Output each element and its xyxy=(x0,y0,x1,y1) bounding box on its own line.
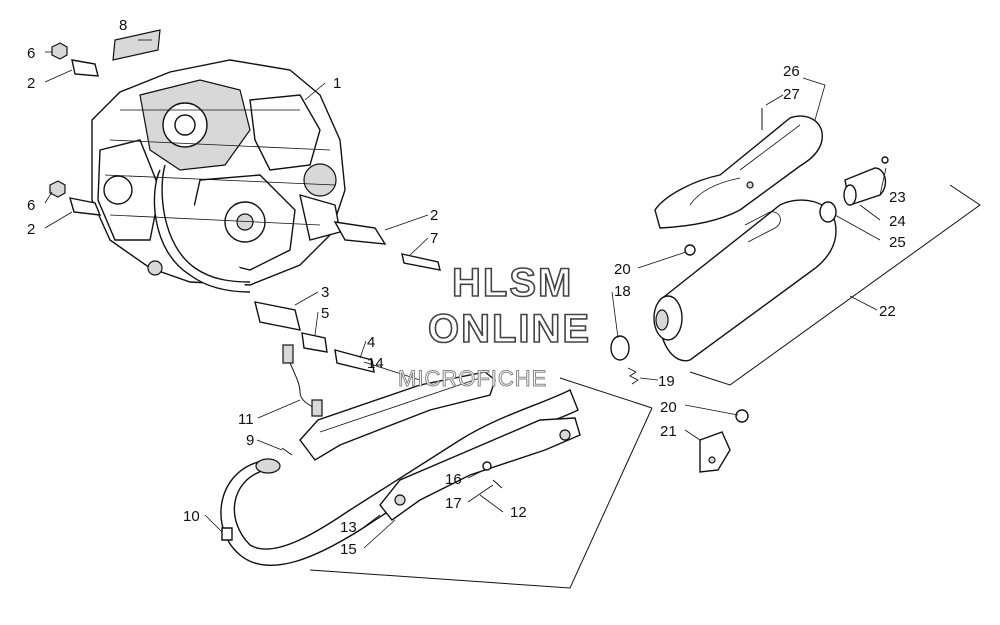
callout-2-right: 2 xyxy=(430,207,438,224)
callout-20-upper: 20 xyxy=(614,261,631,278)
nut-6-upper xyxy=(51,42,68,60)
callout-3: 3 xyxy=(321,284,329,301)
screw-17 xyxy=(492,479,503,489)
spring-19 xyxy=(627,367,639,385)
callout-24: 24 xyxy=(889,213,906,230)
clamp-9 xyxy=(281,447,293,456)
callout-1: 1 xyxy=(333,75,341,92)
gasket-label-8 xyxy=(112,29,161,61)
heat-shield-14 xyxy=(299,371,496,461)
callout-5: 5 xyxy=(321,305,329,322)
callout-7: 7 xyxy=(430,230,438,247)
callout-20-lower: 20 xyxy=(660,399,677,416)
sensor-wire-11 xyxy=(282,344,323,417)
stud-2-right xyxy=(333,221,387,245)
callout-12: 12 xyxy=(510,504,527,521)
watermark: HLSM ONLINE MICROFICHE xyxy=(398,260,591,391)
callout-9: 9 xyxy=(246,432,254,449)
gasket-25 xyxy=(819,201,837,223)
engine-assembly xyxy=(91,59,346,293)
callout-11: 11 xyxy=(238,411,254,428)
group-frame-22 xyxy=(689,184,981,386)
callout-10: 10 xyxy=(183,508,200,525)
callout-19: 19 xyxy=(658,373,675,390)
callout-8: 8 xyxy=(119,17,127,34)
group-frame-12 xyxy=(309,377,653,589)
callout-18: 18 xyxy=(614,283,631,300)
callout-26: 26 xyxy=(783,63,800,80)
callout-2-upper: 2 xyxy=(27,75,35,92)
callout-15: 15 xyxy=(340,541,357,558)
callout-4: 4 xyxy=(367,334,375,351)
bracket-21 xyxy=(699,431,731,473)
bolt-7 xyxy=(401,253,441,271)
callout-23: 23 xyxy=(889,189,906,206)
gasket-18 xyxy=(610,335,630,361)
callout-27: 27 xyxy=(783,86,800,103)
clamp-16 xyxy=(482,461,492,471)
callout-2-lower: 2 xyxy=(27,221,35,238)
heat-shield-12 xyxy=(379,417,581,521)
screw-23 xyxy=(881,156,889,164)
sleeve-3 xyxy=(254,301,301,331)
callout-14: 14 xyxy=(367,355,384,372)
callout-6-lower: 6 xyxy=(27,197,35,214)
leader-lines xyxy=(44,39,887,549)
callout-6-upper: 6 xyxy=(27,45,35,62)
nut-6-lower xyxy=(49,180,66,198)
watermark-line-3: MICROFICHE xyxy=(398,366,547,391)
callout-13: 13 xyxy=(340,519,357,536)
bolt-10 xyxy=(221,527,233,541)
callout-17: 17 xyxy=(445,495,462,512)
callout-16: 16 xyxy=(445,471,462,488)
spacer-5 xyxy=(301,332,328,353)
spark-arrestor-24 xyxy=(843,167,887,206)
heat-shield-26 xyxy=(654,115,823,229)
watermark-line-2: ONLINE xyxy=(428,307,591,351)
callout-25: 25 xyxy=(889,234,906,251)
head-pipe-13 xyxy=(220,389,579,566)
callout-22: 22 xyxy=(879,303,896,320)
muffler-22 xyxy=(653,199,837,362)
stud-2-upper xyxy=(71,59,99,77)
stud-2-lower xyxy=(69,197,102,216)
callout-21: 21 xyxy=(660,423,677,440)
grommet-20-lower xyxy=(735,409,749,423)
watermark-line-1: HLSM xyxy=(452,261,573,305)
bolt-4 xyxy=(334,349,375,373)
callout-labels: 8 6 2 1 6 2 2 7 3 5 4 14 11 9 10 13 15 1… xyxy=(27,17,906,558)
grommet-20-upper xyxy=(684,244,696,256)
